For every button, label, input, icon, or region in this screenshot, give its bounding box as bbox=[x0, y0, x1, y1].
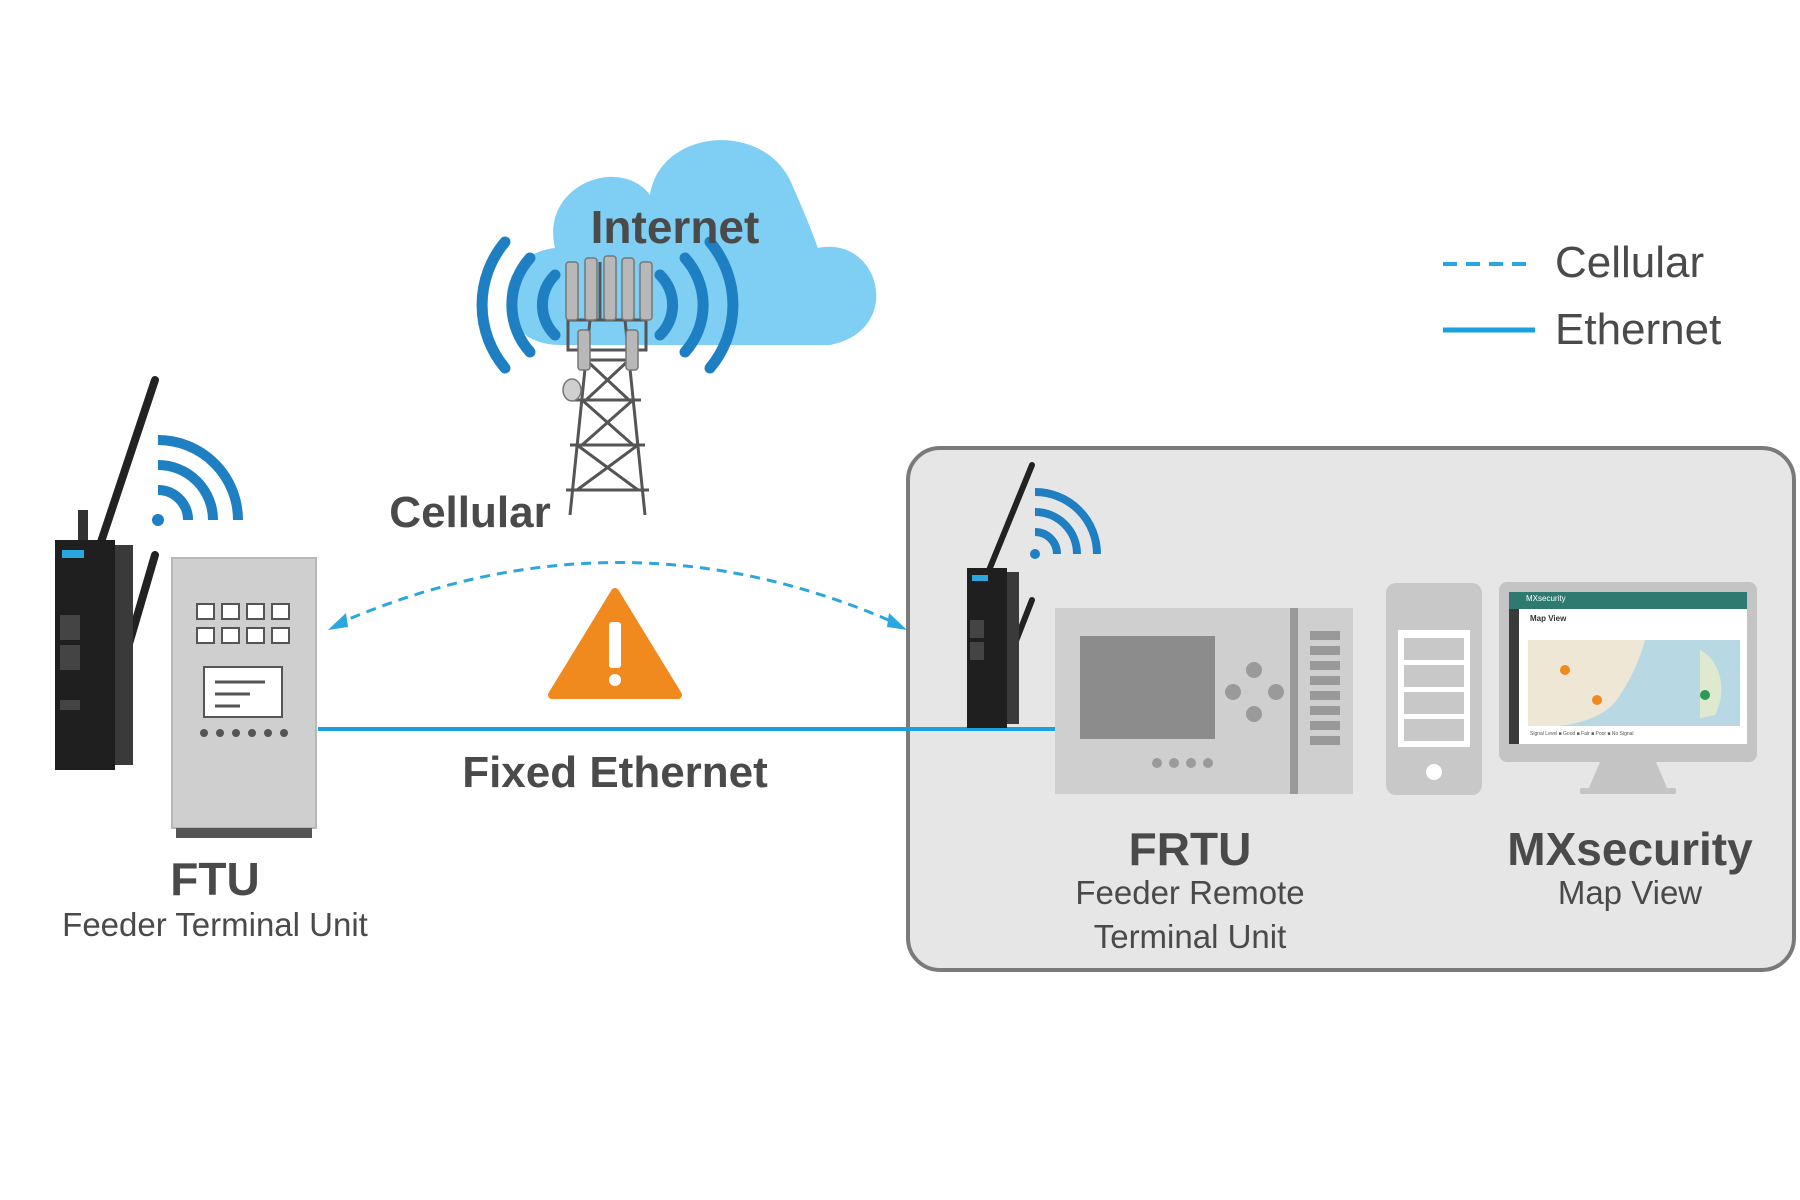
frtu-router-icon bbox=[967, 462, 1035, 728]
control-cabinet-icon bbox=[171, 557, 317, 838]
screen-sidebar bbox=[1509, 609, 1519, 744]
antenna-panels-icon bbox=[562, 255, 653, 402]
warning-icon bbox=[548, 588, 682, 699]
frtu-wifi-signal-icon bbox=[1030, 488, 1101, 559]
ftu-title: FTU bbox=[170, 853, 260, 905]
mxsecurity-subtitle: Map View bbox=[1557, 874, 1703, 911]
monitor-icon bbox=[1499, 582, 1757, 794]
ftu-wifi-signal-icon bbox=[152, 435, 243, 526]
screen-app-bar bbox=[1509, 592, 1747, 609]
ftu-subtitle: Feeder Terminal Unit bbox=[62, 906, 368, 943]
tower-signal-waves-icon bbox=[476, 236, 739, 374]
cloud-label: Internet bbox=[590, 201, 760, 253]
ethernet-link-label: Fixed Ethernet bbox=[462, 748, 768, 797]
legend-ethernet-label: Ethernet bbox=[1555, 305, 1722, 354]
server-icon bbox=[1386, 583, 1482, 795]
screen-app-name: MXsecurity bbox=[1526, 594, 1566, 603]
mxsecurity-title: MXsecurity bbox=[1507, 823, 1753, 875]
screen-view-title: Map View bbox=[1530, 614, 1567, 623]
frtu-subtitle-line1: Feeder Remote bbox=[1075, 874, 1305, 911]
legend-cellular-label: Cellular bbox=[1555, 238, 1705, 287]
tower-label: Cellular bbox=[389, 488, 551, 537]
cellular-link bbox=[328, 561, 907, 630]
frtu-panel-icon bbox=[1055, 608, 1353, 794]
frtu-title: FRTU bbox=[1128, 823, 1252, 875]
ftu-router-icon bbox=[55, 376, 159, 770]
frtu-subtitle-line2: Terminal Unit bbox=[1093, 918, 1287, 955]
screen-legend-text: Signal Level ■ Good ■ Fair ■ Poor ■ No S… bbox=[1530, 731, 1634, 737]
cell-tower-icon bbox=[566, 262, 649, 516]
